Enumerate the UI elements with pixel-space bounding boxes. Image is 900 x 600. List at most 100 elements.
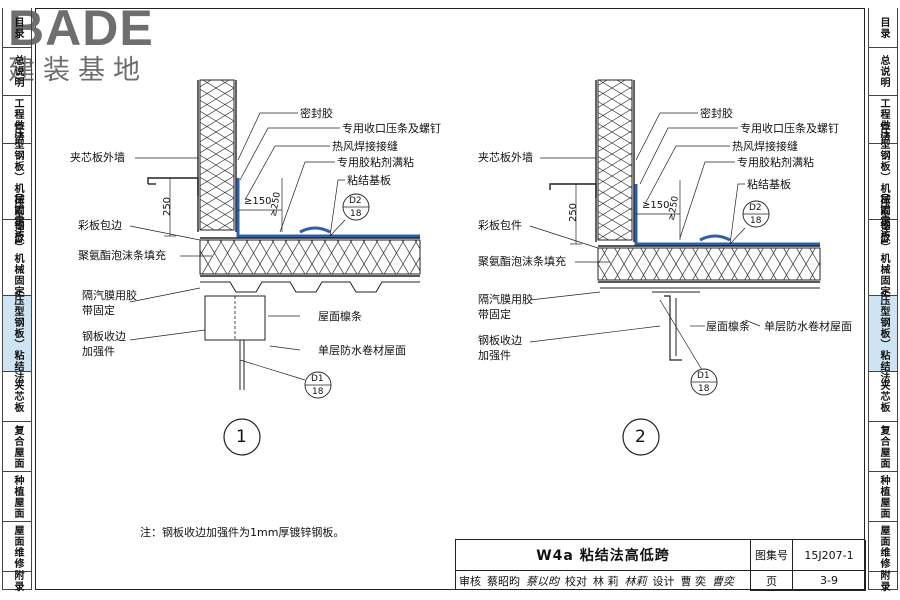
d2-label-membrane: 单层防水卷材屋面 <box>764 320 852 333</box>
d2-label-steel2: 加强件 <box>478 349 511 362</box>
detail-1-drawing <box>129 79 421 456</box>
left-tab-7[interactable]: 复合屋面 <box>3 422 31 472</box>
d2-label-weld: 热风焊接接缝 <box>732 140 798 153</box>
d1-dim-150: ≥150 <box>244 196 272 207</box>
left-tab-5[interactable]: （压型钢板）粘结法 <box>3 284 31 383</box>
design-label: 设计 <box>652 575 675 588</box>
left-tab-6[interactable]: 夹芯板 <box>3 372 31 422</box>
d1-label-board: 粘结基板 <box>347 174 391 187</box>
d1-label-purlin: 屋面檩条 <box>318 310 362 323</box>
right-tab-strip: 目录总说明工程做法（压型钢板）机械固定法1（压型钢板）机械固定法2/3（压型钢板… <box>868 8 898 592</box>
d1-label-strip: 专用收口压条及螺钉 <box>342 122 441 135</box>
drawing-frame <box>35 8 865 590</box>
left-tab-label: 附录 <box>12 569 23 592</box>
atlas-number: 15J207-1 <box>793 540 866 571</box>
right-tab-4[interactable]: （压型钢板）机械固定法2/3 <box>869 187 897 328</box>
d2-label-wall: 夹芯板外墙 <box>478 151 533 164</box>
d1-ref2-bottom: 18 <box>312 387 324 397</box>
right-tab-0[interactable]: 目录 <box>869 8 897 48</box>
left-tab-label: （压型钢板）粘结法 <box>12 284 23 383</box>
d1-label-foam: 聚氨酯泡沫条填充 <box>78 249 166 262</box>
d1-ref1-bottom: 18 <box>350 209 362 219</box>
d1-ref2-top: D1 <box>311 374 324 384</box>
d2-label-foam: 聚氨酯泡沫条填充 <box>478 255 566 268</box>
d2-label-flashing: 彩板包件 <box>478 219 522 232</box>
left-tab-label: （压型钢板）机械固定法1 <box>12 117 23 246</box>
signature-row: 审核 蔡昭昀 蔡以昀 校对 林 莉 林莉 设计 曹 奕 曹奕 <box>456 571 751 591</box>
designer-signature: 曹奕 <box>712 575 734 588</box>
left-tab-label: 复合屋面 <box>12 424 23 469</box>
d1-label-vapor1: 隔汽膜用胶 <box>82 289 137 302</box>
d2-dim-150: ≥150 <box>642 200 670 211</box>
d2-ref2-bottom: 18 <box>698 384 710 394</box>
d1-label-sealant: 密封胶 <box>300 107 333 120</box>
right-tab-3[interactable]: （压型钢板）机械固定法1 <box>869 117 897 246</box>
d1-label-weld: 热风焊接接缝 <box>332 140 398 153</box>
right-tab-7[interactable]: 复合屋面 <box>869 422 897 472</box>
d2-label-glue: 专用胶粘剂满粘 <box>737 156 814 169</box>
review-label: 审核 <box>459 575 481 588</box>
left-tab-8[interactable]: 种植屋面 <box>3 472 31 522</box>
left-tab-1[interactable]: 总说明 <box>3 48 31 96</box>
reviewer-name: 蔡昭昀 <box>487 575 520 588</box>
left-tab-label: （压型钢板）机械固定法2/3 <box>12 186 23 329</box>
right-tab-5[interactable]: （压型钢板）粘结法 <box>869 284 897 383</box>
d2-detail-number: 2 <box>635 427 646 447</box>
logo-brand: BADE <box>8 0 154 56</box>
d1-label-steel2: 加强件 <box>82 345 115 358</box>
left-tab-0[interactable]: 目录 <box>3 8 31 48</box>
d2-label-strip: 专用收口压条及螺钉 <box>740 122 839 135</box>
title-block: W4a 粘结法高低跨 图集号 15J207-1 审核 蔡昭昀 蔡以昀 校对 林 … <box>455 539 866 591</box>
right-tab-9[interactable]: 屋面维修 <box>869 522 897 572</box>
d2-dim-250: 250 <box>568 202 580 223</box>
d2-label-purlin: 屋面檩条 <box>706 320 750 333</box>
left-tab-label: 种植屋面 <box>12 474 23 519</box>
left-tab-label: 目录 <box>12 16 23 39</box>
left-tab-label: 夹芯板 <box>12 380 23 413</box>
designer-name: 曹 奕 <box>680 575 707 588</box>
right-tab-8[interactable]: 种植屋面 <box>869 472 897 522</box>
page-label: 页 <box>751 571 793 591</box>
d2-label-steel1: 钢板收边 <box>478 334 522 347</box>
check-label: 校对 <box>565 575 587 588</box>
right-tab-label: 目录 <box>878 16 889 39</box>
right-tab-label: （压型钢板）机械固定法2/3 <box>878 186 889 329</box>
reviewer-signature: 蔡以昀 <box>526 575 559 588</box>
d1-label-steel1: 钢板收边 <box>82 330 126 343</box>
d2-ref1-bottom: 18 <box>750 216 762 226</box>
d1-dim-250: 250 <box>162 196 174 217</box>
right-tab-2[interactable]: 工程做法 <box>869 96 897 144</box>
drawing-note: 注：钢板收边加强件为1mm厚镀锌钢板。 <box>140 526 345 539</box>
left-tab-2[interactable]: 工程做法 <box>3 96 31 144</box>
d2-ref2-top: D1 <box>697 371 710 381</box>
right-tab-6[interactable]: 夹芯板 <box>869 372 897 422</box>
d1-label-vapor2: 带固定 <box>82 304 115 317</box>
left-tab-label: 屋面维修 <box>12 524 23 569</box>
d1-label-flashing: 彩板包边 <box>78 219 122 232</box>
logo: BADE 建装基地 <box>6 2 181 90</box>
logo-chinese: 建装基地 <box>8 55 148 86</box>
d1-label-membrane: 单层防水卷材屋面 <box>318 344 406 357</box>
d2-label-board: 粘结基板 <box>747 178 791 191</box>
right-tab-label: 复合屋面 <box>878 424 889 469</box>
d2-label-sealant: 密封胶 <box>700 107 733 120</box>
d1-detail-number: 1 <box>236 427 247 447</box>
page-number: 3-9 <box>793 571 866 591</box>
right-tab-label: 屋面维修 <box>878 524 889 569</box>
left-tab-3[interactable]: （压型钢板）机械固定法1 <box>3 117 31 246</box>
drawing-title: W4a 粘结法高低跨 <box>456 540 751 571</box>
detail-2-drawing <box>529 79 821 456</box>
checker-signature: 林莉 <box>624 575 647 588</box>
right-tab-label: 附录 <box>878 569 889 592</box>
atlas-label: 图集号 <box>751 540 793 571</box>
d1-ref1-top: D2 <box>349 196 362 206</box>
right-tab-1[interactable]: 总说明 <box>869 48 897 96</box>
d2-ref1-top: D2 <box>749 203 762 213</box>
left-tab-10[interactable]: 附录 <box>3 569 31 592</box>
d2-label-vapor2: 带固定 <box>478 308 511 321</box>
left-tab-4[interactable]: （压型钢板）机械固定法2/3 <box>3 187 31 328</box>
left-tab-label: 工程做法 <box>12 97 23 142</box>
right-tab-10[interactable]: 附录 <box>869 569 897 592</box>
left-tab-9[interactable]: 屋面维修 <box>3 522 31 572</box>
